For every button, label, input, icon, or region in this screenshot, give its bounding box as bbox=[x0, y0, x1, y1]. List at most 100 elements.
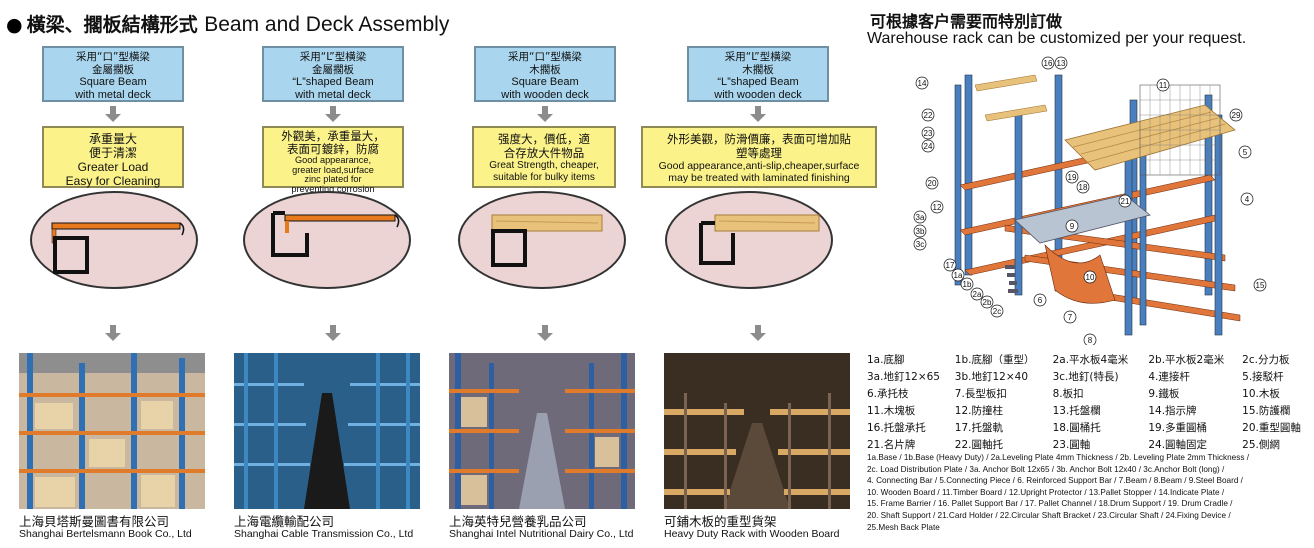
part-item: 20.重型圓軸 bbox=[1242, 422, 1301, 434]
beam-type-box: 采用“口”型横梁 木擱板 Square Beam with wooden dec… bbox=[474, 46, 616, 102]
beam-type-box: 采用“L”型横梁 金屬擱板 “L”shaped Beam with metal … bbox=[262, 46, 404, 102]
part-item: 9.鐵板 bbox=[1148, 388, 1180, 400]
part-item: 15.防護欄 bbox=[1242, 405, 1291, 417]
beam-type-box: 采用“L”型横梁 木擱板 “L”shaped Beam with wooden … bbox=[687, 46, 829, 102]
feature-cn: 外觀美，承重量大， bbox=[281, 129, 385, 143]
beam-type-cn: 采用“L”型横梁 bbox=[299, 51, 367, 63]
custom-title-cn: 可根據客户需要而特別訂做 bbox=[870, 12, 1063, 31]
part-item: 4.連接杆 bbox=[1148, 371, 1190, 383]
legend-line: 2c. Load Distribution Plate / 3a. Anchor… bbox=[867, 464, 1225, 474]
diagram-label: 4 bbox=[1245, 195, 1250, 204]
part-item: 13.托盤欄 bbox=[1052, 405, 1101, 417]
diagram-label: 13 bbox=[1057, 59, 1066, 68]
feature-cn: 便于清潔 bbox=[88, 146, 137, 160]
feature-en: Easy for Cleaning bbox=[65, 174, 161, 188]
feature-en: may be treated with laminated finishing bbox=[668, 172, 850, 184]
diagram-label: 18 bbox=[1079, 183, 1088, 192]
parts-row: 21.名片牌 22.圓軸托 23.圓軸 24.圓軸固定 25.側網 bbox=[867, 437, 1312, 454]
beam-type-box: 采用“口”型横梁 金屬擱板 Square Beam with metal dec… bbox=[42, 46, 184, 102]
warehouse-photo-3 bbox=[449, 353, 635, 509]
legend-line: 10. Wooden Board / 11.Timber Board / 12.… bbox=[867, 487, 1225, 497]
diagram-label: 11 bbox=[1159, 81, 1168, 90]
l-beam-metal-deck-icon bbox=[271, 211, 400, 257]
part-item: 22.圓軸托 bbox=[954, 439, 1003, 451]
parts-row: 1a.底腳 1b.底腳（重型） 2a.平水板4毫米 2b.平水板2毫米 2c.分… bbox=[867, 352, 1312, 369]
diagram-label: 8 bbox=[1088, 336, 1093, 345]
parts-row: 6.承托枝 7.長型板扣 8.板扣 9.鐵板 10.木板 bbox=[867, 386, 1312, 403]
diagram-label: 7 bbox=[1068, 313, 1073, 322]
square-beam-wooden-deck-icon bbox=[491, 214, 603, 267]
diagram-label: 2b bbox=[983, 298, 992, 307]
feature-box: 承重量大 便于清潔 Greater Load Easy for Cleaning bbox=[42, 126, 184, 188]
l-beam-wooden-deck-icon bbox=[699, 214, 820, 265]
warehouse-photo-1 bbox=[19, 353, 205, 509]
beam-type-en: Square Beam bbox=[511, 76, 579, 88]
diagram-label: 20 bbox=[928, 179, 937, 188]
beam-type-cn: 采用“口”型横梁 bbox=[76, 51, 150, 63]
photo-caption-cn: 上海電纜輸配公司 bbox=[234, 514, 335, 529]
parts-row: 11.木塊板 12.防撞柱 13.托盤欄 14.指示牌 15.防護欄 bbox=[867, 403, 1312, 420]
feature-cn: 表面可鍍鋅，防腐 bbox=[287, 142, 379, 156]
feature-en: Great Strength, cheaper, bbox=[489, 160, 599, 171]
photo-caption-en: Heavy Duty Rack with Wooden Board bbox=[664, 528, 840, 540]
diagram-label: 2a bbox=[973, 290, 982, 299]
deck-type-en: with metal deck bbox=[75, 88, 151, 101]
part-item: 11.木塊板 bbox=[867, 405, 916, 417]
part-item: 6.承托枝 bbox=[867, 388, 909, 400]
diagram-label: 5 bbox=[1243, 148, 1248, 157]
feature-cn: 合存放大件物品 bbox=[503, 146, 585, 160]
diagram-label: 3b bbox=[916, 227, 925, 236]
diagram-label: 3c bbox=[916, 240, 924, 249]
diagram-label: 3a bbox=[916, 213, 925, 222]
part-item: 3c.地釘(特長) bbox=[1052, 371, 1119, 383]
part-item: 1a.底腳 bbox=[867, 354, 905, 366]
beam-type-en: “L”shaped Beam bbox=[292, 76, 374, 88]
diagram-label: 24 bbox=[924, 142, 933, 151]
part-item: 1b.底腳（重型） bbox=[954, 354, 1035, 366]
deck-type-en: with wooden deck bbox=[714, 88, 802, 101]
diagram-label: 14 bbox=[918, 79, 927, 88]
deck-type-en: with wooden deck bbox=[501, 88, 589, 101]
feature-box: 外形美觀，防滑價廉，表面可增加貼 塑等處理 Good appearance,an… bbox=[641, 126, 877, 188]
legend-line: 4. Connecting Bar / 5.Connecting Piece /… bbox=[867, 476, 1243, 486]
title-cn: 橫梁、擱板結構形式 bbox=[26, 14, 198, 36]
part-item: 8.板扣 bbox=[1052, 388, 1084, 400]
part-item: 3a.地釘12×65 bbox=[867, 371, 940, 383]
diagram-label: 2c bbox=[993, 307, 1001, 316]
photo-caption-en: Shanghai Intel Nutritional Dairy Co., Lt… bbox=[449, 528, 634, 540]
part-item: 16.托盤承托 bbox=[867, 422, 926, 434]
part-item: 25.側網 bbox=[1242, 439, 1280, 451]
parts-list-cn: 1a.底腳 1b.底腳（重型） 2a.平水板4毫米 2b.平水板2毫米 2c.分… bbox=[867, 352, 1312, 454]
legend-line: 20. Shaft Support / 21.Card Holder / 22.… bbox=[867, 510, 1231, 520]
feature-box: 外觀美，承重量大， 表面可鍍鋅，防腐 Good appearance, grea… bbox=[262, 126, 404, 193]
diagram-label: 29 bbox=[1232, 111, 1241, 120]
diagram-label: 1b bbox=[963, 280, 972, 289]
part-item: 5.接駁杆 bbox=[1242, 371, 1284, 383]
part-item: 14.指示牌 bbox=[1148, 405, 1197, 417]
feature-en: Good appearance, bbox=[294, 155, 372, 165]
beam-type-en: “L”shaped Beam bbox=[717, 76, 799, 88]
legend-line: 25.Mesh Back Plate bbox=[867, 522, 940, 532]
title-en: Beam and Deck Assembly bbox=[204, 13, 450, 36]
parts-legend-en: 1a.Base / 1b.Base (Heavy Duty) / 2a.Leve… bbox=[867, 452, 1312, 533]
legend-line: 15. Frame Barrier / 16. Pallet Support B… bbox=[867, 499, 1233, 509]
feature-cn: 塑等處理 bbox=[736, 146, 782, 160]
feature-cn: 强度大，價低，適 bbox=[498, 132, 590, 146]
part-item: 17.托盤軌 bbox=[954, 422, 1003, 434]
beam-section-illustration bbox=[30, 191, 198, 289]
part-item: 7.長型板扣 bbox=[954, 388, 1007, 400]
part-item: 2a.平水板4毫米 bbox=[1052, 354, 1129, 366]
beam-type-cn: 采用“口”型横梁 bbox=[508, 51, 582, 63]
deck-type-cn: 木擱板 bbox=[529, 63, 561, 76]
beam-section-illustration bbox=[243, 191, 411, 289]
warehouse-photo-4 bbox=[664, 353, 850, 509]
photo-caption-cn: 上海貝塔斯曼圖書有限公司 bbox=[19, 514, 170, 529]
part-item: 10.木板 bbox=[1242, 388, 1280, 400]
rack-exploded-diagram: 14 16 13 11 22 23 24 29 5 20 19 18 21 4 … bbox=[913, 56, 1267, 345]
diagram-label: 12 bbox=[933, 203, 942, 212]
feature-en: Good appearance,anti-slip,cheaper,surfac… bbox=[658, 160, 860, 172]
parts-row: 16.托盤承托 17.托盤軌 18.圓桶托 19.多重圓桶 20.重型圓軸 bbox=[867, 420, 1312, 437]
diagram-label: 10 bbox=[1086, 273, 1095, 282]
part-item: 24.圓軸固定 bbox=[1148, 439, 1208, 451]
part-item: 2b.平水板2毫米 bbox=[1148, 354, 1225, 366]
